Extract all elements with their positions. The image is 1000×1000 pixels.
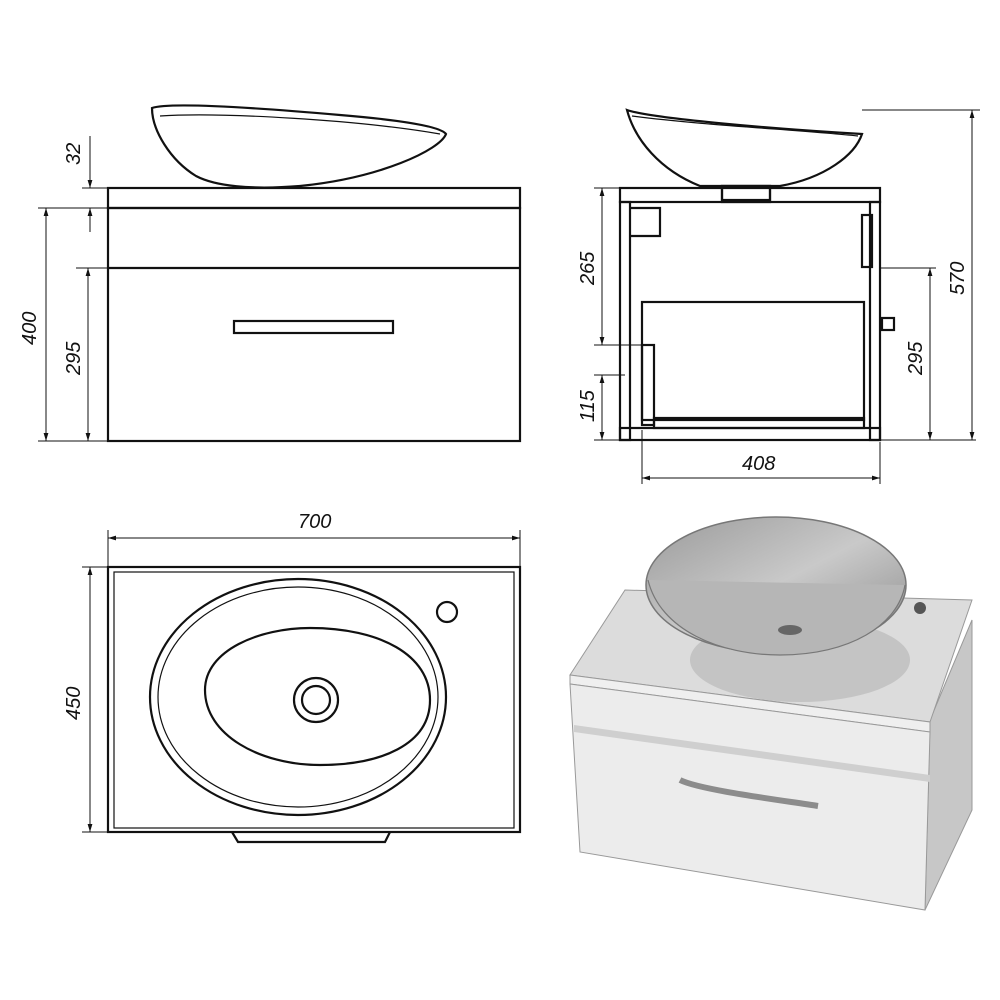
side-view: 265 115 295 570 408	[577, 108, 980, 484]
dim-side-drawer: 295	[905, 341, 927, 376]
front-cabinet	[106, 206, 522, 443]
dim-top-width: 700	[298, 511, 331, 533]
dim-side-upper: 265	[577, 251, 599, 286]
dim-side-total: 570	[947, 262, 969, 295]
top-drain	[292, 676, 340, 724]
dim-top-depth: 450	[63, 687, 85, 720]
front-drawer-handle	[232, 319, 395, 335]
side-basin	[625, 108, 864, 188]
front-view: 32 400 295	[19, 104, 522, 443]
front-basin	[150, 104, 448, 189]
top-basin-rim	[148, 577, 448, 817]
dim-front-basin-height: 32	[63, 143, 85, 165]
top-tap-hole	[435, 600, 459, 624]
top-countertop	[106, 565, 522, 834]
dim-front-drawer-height: 295	[63, 341, 85, 376]
front-countertop	[106, 186, 522, 210]
dim-side-depth: 408	[742, 453, 775, 475]
dim-front-cabinet-height: 400	[19, 312, 41, 345]
top-view: 700 450	[63, 511, 522, 844]
dim-side-lower: 115	[577, 389, 599, 422]
side-drawer	[640, 300, 866, 422]
render-view	[569, 516, 973, 911]
